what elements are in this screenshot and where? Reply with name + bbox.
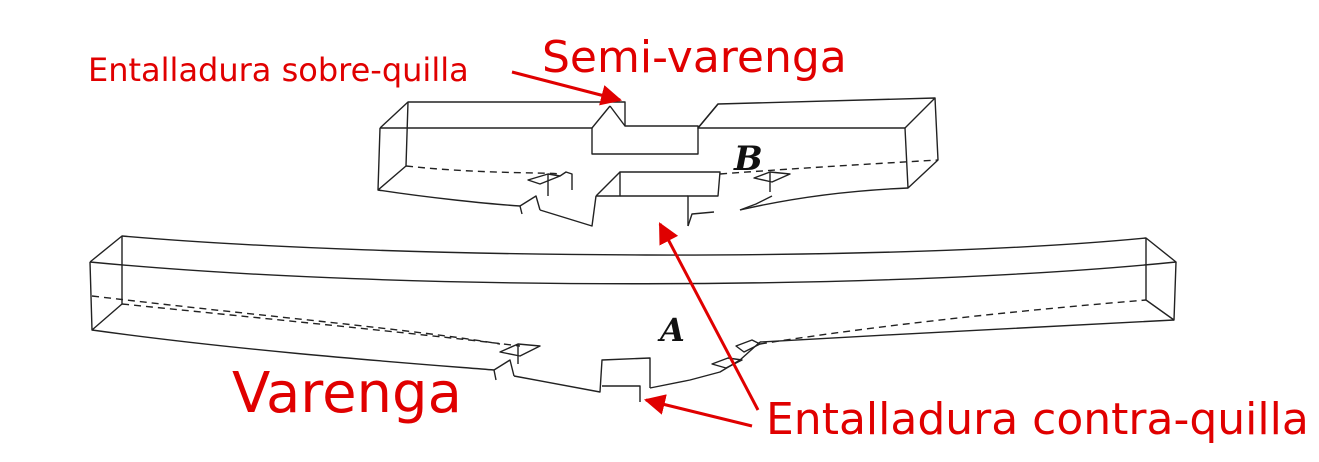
semi-varenga-piece [377, 97, 939, 227]
arrow-contra-quilla-upper [658, 222, 760, 411]
entalladura-sobre-quilla-label: Entalladura sobre-quilla [88, 51, 469, 89]
part-a-label: A [660, 311, 685, 349]
semi-varenga-label: Semi-varenga [542, 32, 847, 83]
arrow-contra-quilla-lower [643, 394, 753, 428]
varenga-piece [89, 235, 1177, 402]
part-b-label: B [734, 139, 763, 179]
varenga-label: Varenga [232, 361, 462, 426]
annotation-arrows [511, 70, 760, 428]
arrow-sobre-quilla [511, 70, 623, 106]
entalladura-contra-quilla-label: Entalladura contra-quilla [766, 394, 1309, 445]
